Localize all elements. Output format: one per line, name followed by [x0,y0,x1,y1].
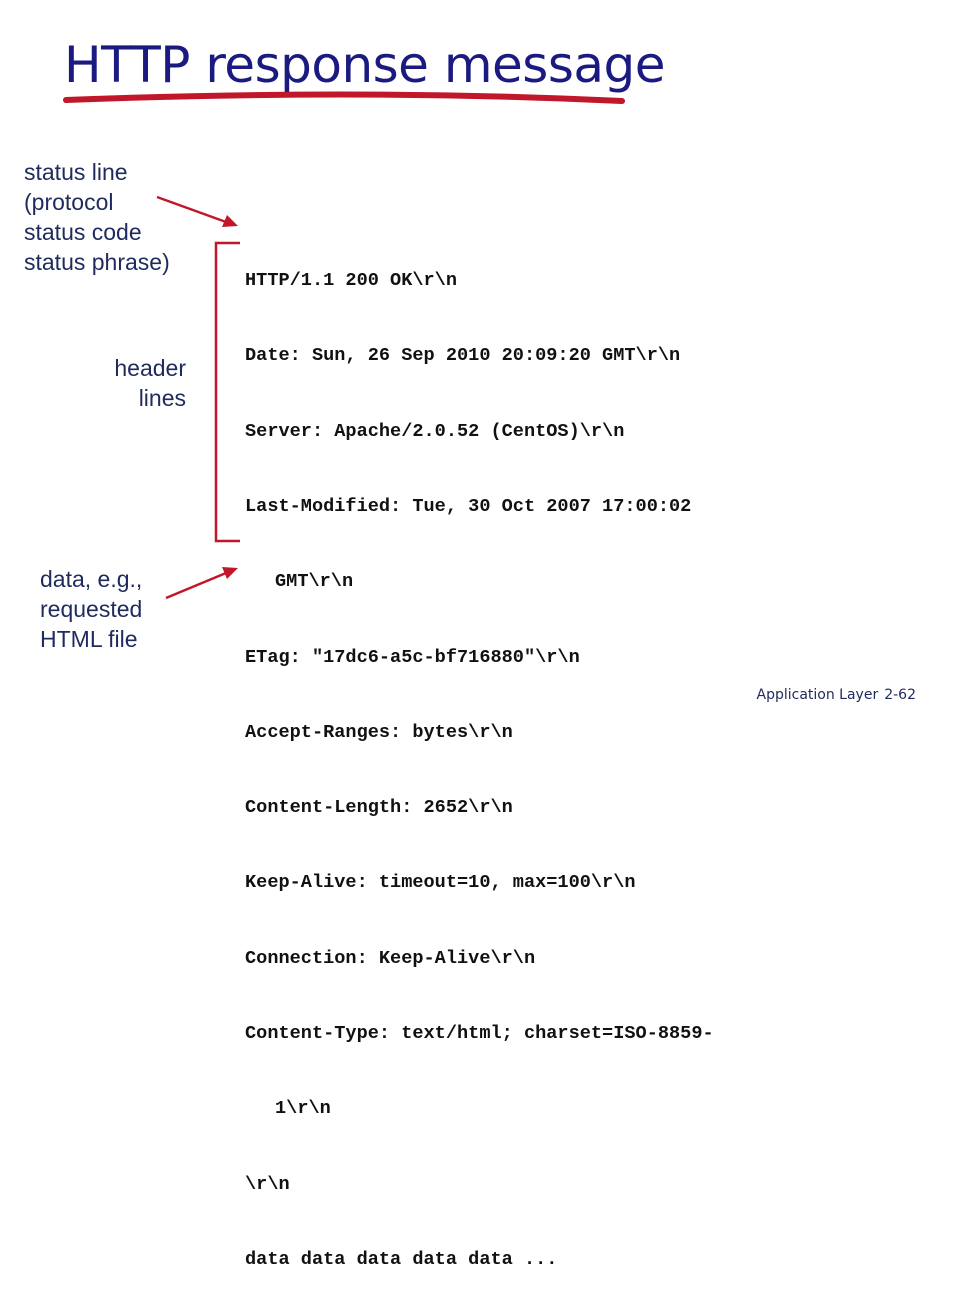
header-lines-bracket [214,241,240,543]
data-label-line: data, e.g., [40,566,143,592]
header-lines-label-line: lines [138,385,186,411]
annotation-overlay [63,91,625,600]
data-label: data, e.g., requested HTML file [40,564,142,654]
header-line-continuation: 1\r\n [275,1098,331,1120]
slide-title: HTTP response message [64,36,666,94]
header-line: Last-Modified: Tue, 30 Oct 2007 17:00:02 [245,496,692,518]
status-line-label-line: (protocol [24,189,114,215]
status-line-label-line: status code [24,219,142,245]
header-line: Keep-Alive: timeout=10, max=100\r\n [245,872,636,894]
header-lines-label-line: header [114,355,186,381]
title-underline [63,91,625,104]
data-arrowhead [222,567,238,579]
header-line: Content-Length: 2652\r\n [245,797,513,819]
header-line: Date: Sun, 26 Sep 2010 20:09:20 GMT\r\n [245,345,681,367]
status-line-label-line: status line [24,159,128,185]
header-line: Accept-Ranges: bytes\r\n [245,721,513,743]
header-line: Connection: Keep-Alive\r\n [245,947,536,969]
page-number: 2-62 [884,687,916,703]
blank-line: \r\n [245,1173,290,1195]
header-lines-label: header lines [100,353,186,413]
status-line-label: status line (protocol status code status… [24,157,170,277]
slide-footer: Application Layer 2-62 [757,687,917,703]
footer-section: Application Layer [756,687,879,703]
header-line: Server: Apache/2.0.52 (CentOS)\r\n [245,420,625,442]
body-data: data data data data data ... [245,1248,558,1270]
data-label-line: requested [40,596,143,622]
header-line-continuation: GMT\r\n [275,571,354,593]
data-label-line: HTML file [40,626,138,652]
status-line: HTTP/1.1 200 OK\r\n [245,270,458,292]
header-line: ETag: "17dc6-a5c-bf716880"\r\n [245,646,580,668]
status-line-arrow [156,195,227,224]
status-line-label-line: status phrase) [24,249,170,275]
header-line: Content-Type: text/html; charset=ISO-885… [245,1023,714,1044]
data-arrow [165,571,227,600]
status-line-arrowhead [222,215,238,227]
http-response-message: HTTP/1.1 200 OK\r\n Date: Sun, 26 Sep 20… [245,218,714,1297]
